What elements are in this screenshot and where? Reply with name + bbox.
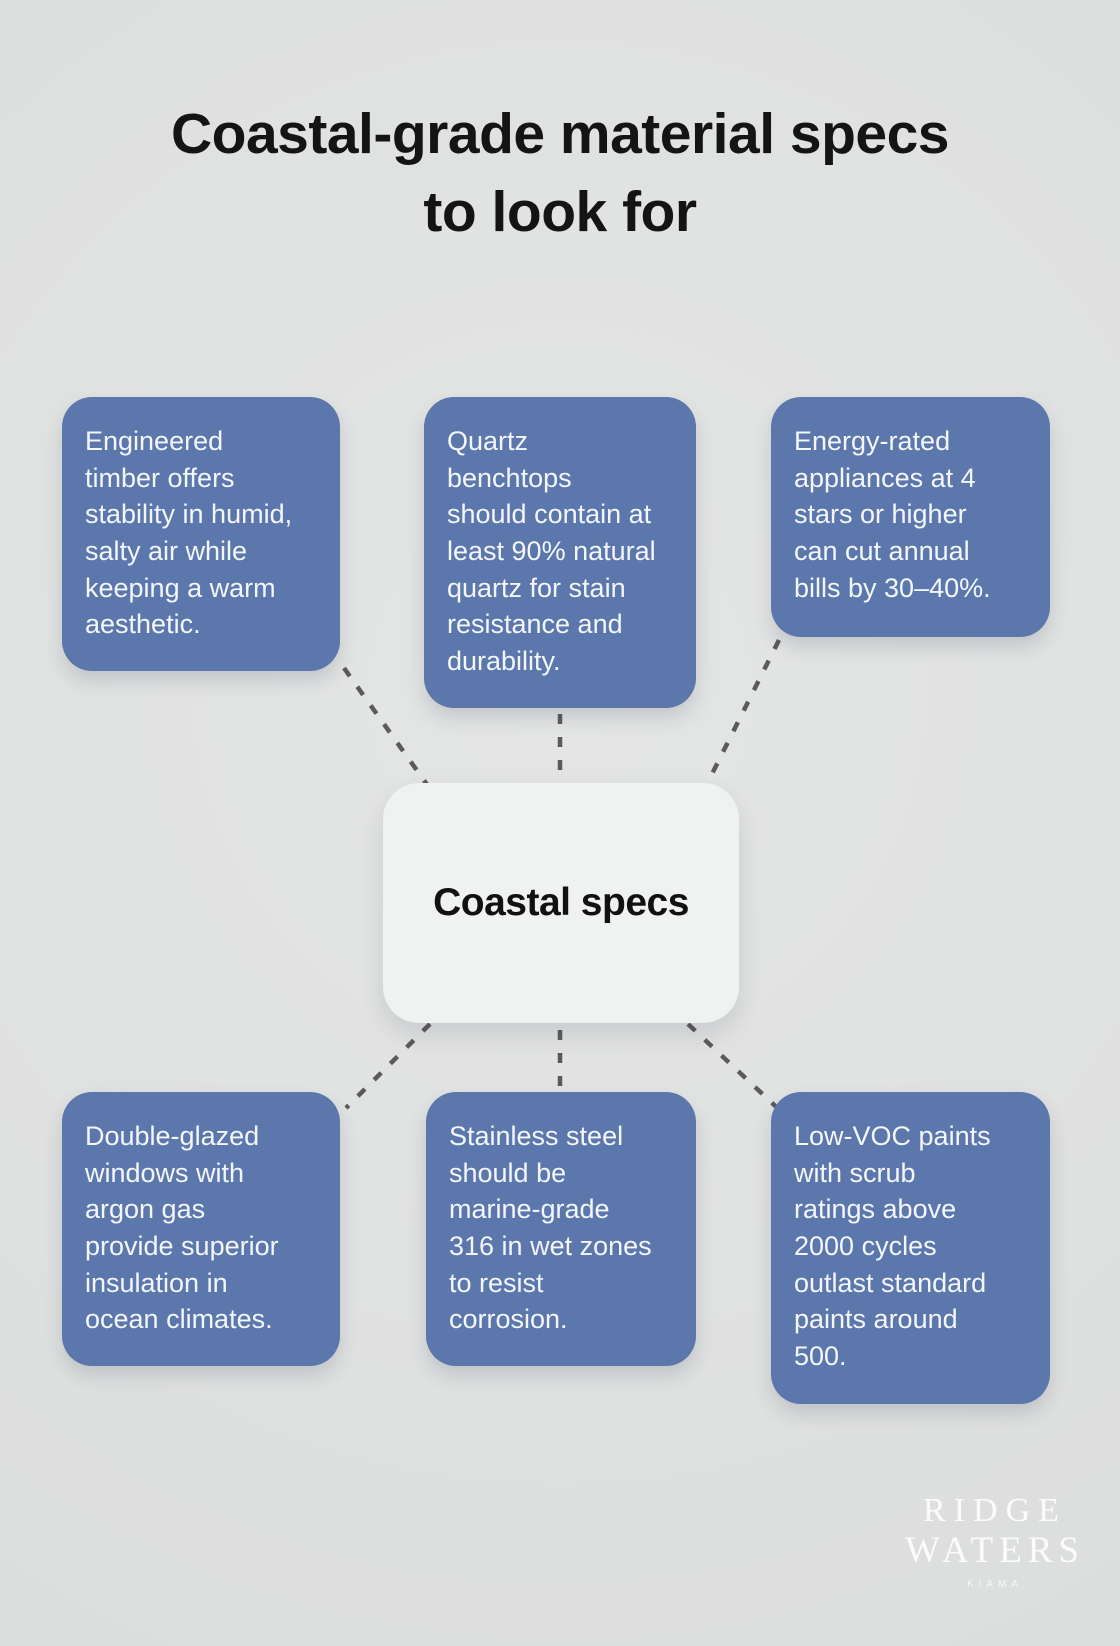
brand-logo-waters: WATERS (905, 1530, 1085, 1571)
brand-logo: RIDGE WATERS KIAMA (880, 1492, 1110, 1591)
connector-top-right (703, 638, 782, 788)
brand-logo-kiama: KIAMA (966, 1579, 1024, 1590)
brand-logo-ridge: RIDGE (923, 1492, 1067, 1529)
node-energy-rated-appliances: Energy-rated appliances at 4 stars or hi… (771, 397, 1050, 637)
page-title: Coastal-grade material specs to look for (170, 102, 950, 244)
node-stainless-steel: Stainless steel should be marine-grade 3… (426, 1092, 696, 1366)
node-engineered-timber: Engineered timber offers stability in hu… (62, 397, 340, 671)
node-double-glazed-windows: Double-glazed windows with argon gas pro… (62, 1092, 340, 1366)
center-node: Coastal specs (383, 783, 739, 1023)
center-node-label: Coastal specs (433, 881, 689, 924)
node-quartz-benchtops: Quartz benchtops should contain at least… (424, 397, 696, 708)
connector-top-left (342, 666, 430, 788)
connector-bottom-right (686, 1022, 790, 1120)
node-low-voc-paints: Low-VOC paints with scrub ratings above … (771, 1092, 1050, 1404)
connector-bottom-left (344, 1022, 432, 1110)
